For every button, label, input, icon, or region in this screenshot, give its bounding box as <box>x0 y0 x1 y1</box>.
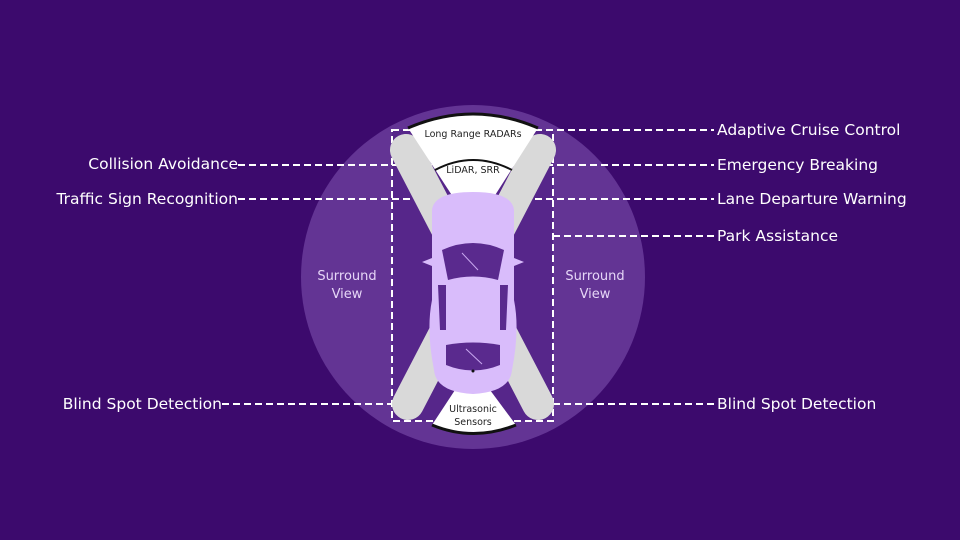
label-traffic-sign-recognition: Traffic Sign Recognition <box>56 190 238 208</box>
ultrasonic-line2: Sensors <box>454 417 492 428</box>
label-blind-spot-left: Blind Spot Detection <box>62 395 222 413</box>
label-blind-spot-right: Blind Spot Detection <box>717 395 877 413</box>
surround-view-left: Surround View <box>307 268 387 304</box>
surround-view-right: Surround View <box>555 268 635 304</box>
label-adaptive-cruise-control: Adaptive Cruise Control <box>717 121 901 139</box>
ultrasonic-label: Ultrasonic Sensors <box>430 403 516 429</box>
rear-sensor-sector <box>432 390 516 434</box>
label-lane-departure-warning: Lane Departure Warning <box>717 190 907 208</box>
long-range-radar-label: Long Range RADARs <box>424 129 522 140</box>
surround-left-line1: Surround <box>317 269 377 284</box>
lidar-srr-label: LiDAR, SRR <box>446 165 500 176</box>
front-sensor-sector <box>408 114 538 200</box>
surround-right-line1: Surround <box>565 269 625 284</box>
label-collision-avoidance: Collision Avoidance <box>88 155 238 173</box>
label-park-assistance: Park Assistance <box>717 227 839 245</box>
surround-right-line2: View <box>579 287 611 302</box>
label-emergency-breaking: Emergency Breaking <box>717 156 878 174</box>
ultrasonic-line1: Ultrasonic <box>449 404 497 415</box>
surround-left-line2: View <box>331 287 363 302</box>
car-icon <box>422 192 524 394</box>
